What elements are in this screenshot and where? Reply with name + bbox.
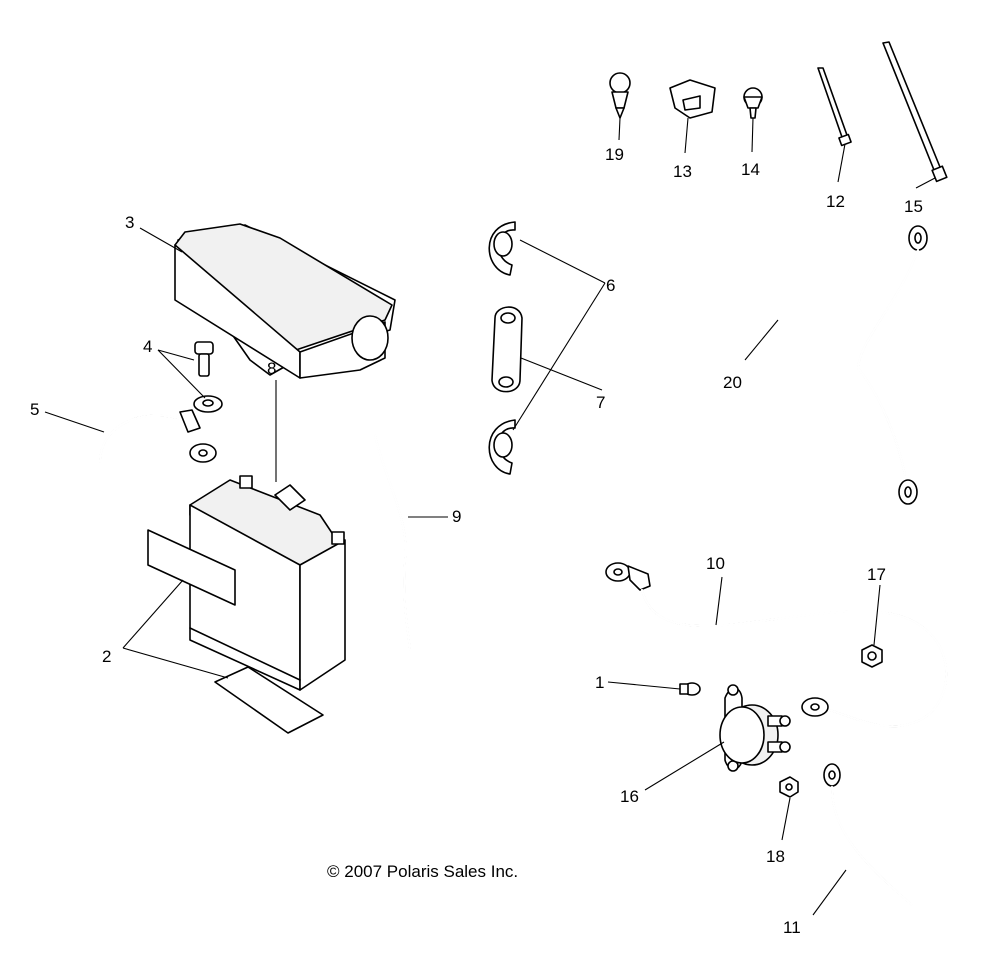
callout-16: 16: [620, 787, 639, 806]
battery-cover-part: [174, 223, 396, 379]
solenoid-part: [719, 684, 791, 772]
harness-clip-part: [743, 87, 763, 119]
cable-tie-long-part: [882, 41, 948, 183]
callout-14: 14: [741, 160, 760, 179]
callout-5: 5: [30, 400, 39, 419]
battery-label-part: [147, 529, 324, 734]
cable-clamp-part: [669, 79, 716, 119]
callout-19: 19: [605, 145, 624, 164]
nut-part-upper: [861, 644, 883, 668]
nut-part-lower: [779, 776, 799, 798]
callout-18: 18: [766, 847, 785, 866]
cable-tie-short-part: [817, 67, 852, 147]
callout-6: 6: [606, 276, 615, 295]
vent-hose-part: [373, 433, 412, 652]
callout-8: 8: [267, 359, 276, 378]
callout-1: 1: [595, 673, 604, 692]
callout-7: 7: [596, 393, 605, 412]
callout-20: 20: [723, 373, 742, 392]
callout-12: 12: [826, 192, 845, 211]
clip-part-lower: [488, 419, 516, 475]
callout-17: 17: [867, 565, 886, 584]
callout-4: 4: [143, 337, 152, 356]
screw-part: [679, 682, 701, 696]
callout-3: 3: [125, 213, 134, 232]
battery-part: [189, 475, 346, 691]
bracket-part: [491, 306, 523, 393]
callout-10: 10: [706, 554, 725, 573]
main-cable-part: [605, 562, 948, 728]
copyright-notice: © 2007 Polaris Sales Inc.: [327, 862, 518, 881]
ground-cable-part: [856, 225, 928, 505]
leader-lines: [44, 117, 936, 916]
callout-13: 13: [673, 162, 692, 181]
callout-9: 9: [452, 507, 461, 526]
callout-11: 11: [783, 918, 801, 937]
push-clip-part: [609, 72, 631, 119]
callout-2: 2: [102, 647, 111, 666]
callout-labels: 1 2 3 4 5 6 7 8 9 10 11 12 13 14 15 16 1…: [30, 145, 923, 937]
starter-cable-part: [823, 763, 914, 907]
clip-part-upper: [488, 221, 516, 276]
callout-15: 15: [904, 197, 923, 216]
bolt-and-washer-part: [193, 341, 223, 413]
battery-cable-short-part: [98, 409, 217, 464]
